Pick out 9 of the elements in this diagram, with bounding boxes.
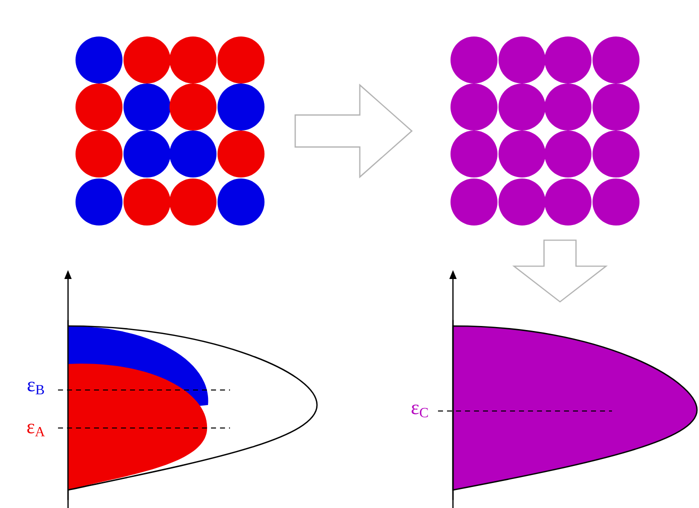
block-arrow — [294, 84, 413, 178]
atom-lattice-drawing — [76, 36, 264, 226]
block-arrow — [512, 240, 608, 303]
level-label: ε$_{B}$ — [28, 382, 44, 394]
atom-lattice-drawing — [450, 36, 640, 226]
level-label: ε$_{A}$ — [27, 424, 45, 436]
density-curve-drawing — [452, 325, 698, 491]
level-label: ε$_{C}$ — [412, 404, 428, 418]
density-curve-drawing — [68, 325, 318, 491]
